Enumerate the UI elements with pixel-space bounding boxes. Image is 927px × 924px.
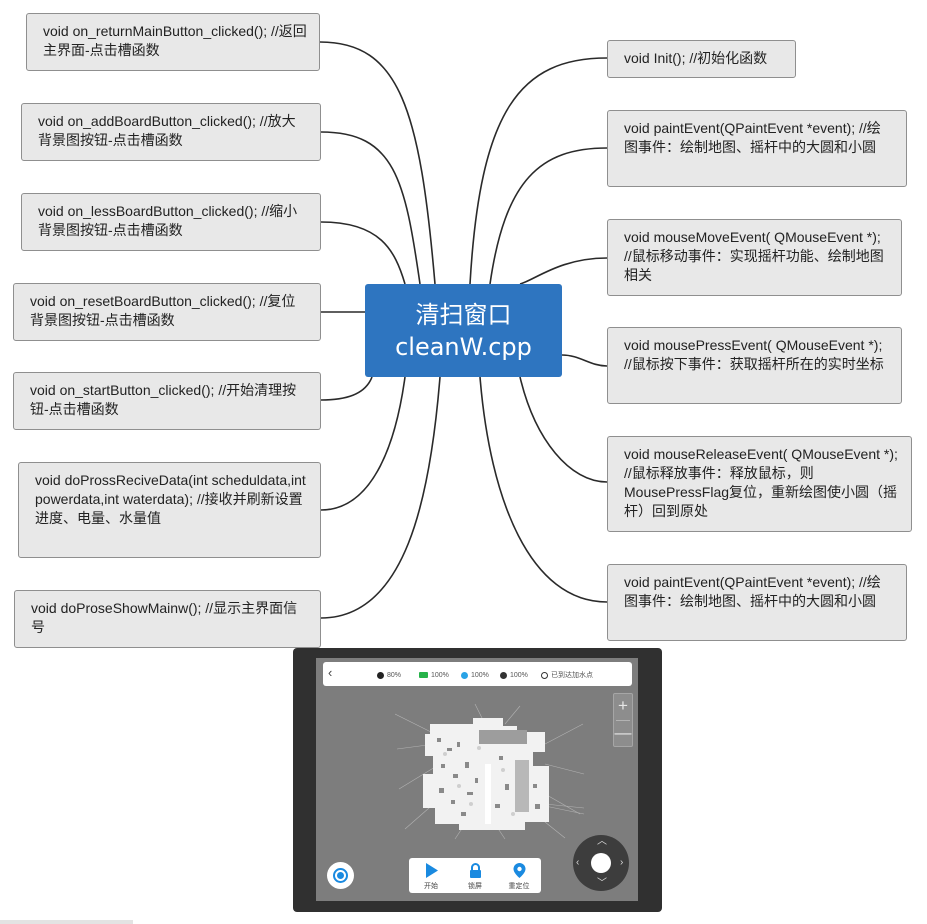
node-text: void on_lessBoardButton_clicked(); //缩小背…	[38, 203, 298, 238]
node-right-mouse-move: void mouseMoveEvent( QMouseEvent *); //鼠…	[607, 219, 902, 296]
record-ring-icon	[333, 868, 348, 883]
node-text: void mouseMoveEvent( QMouseEvent *); //鼠…	[624, 229, 884, 283]
arrow-left-icon: ‹	[576, 857, 580, 868]
battery-indicator: 100%	[419, 670, 449, 680]
signal-icon	[500, 671, 507, 679]
node-text: void mousePressEvent( QMouseEvent *); //…	[624, 337, 884, 372]
zoom-control: + —	[613, 693, 633, 747]
record-dot-icon	[337, 872, 344, 879]
node-left-less-board: void on_lessBoardButton_clicked(); //缩小背…	[21, 193, 321, 251]
zoom-in-button[interactable]: +	[618, 696, 628, 715]
connector-left-3	[320, 221, 406, 285]
play-icon	[425, 863, 438, 878]
relocate-label: 重定位	[508, 883, 530, 890]
bottom-action-bar: 开始 锁屏 重定位	[409, 858, 541, 893]
node-text: void doProseShowMainw(); //显示主界面信号	[31, 600, 298, 635]
connector-left-7	[320, 376, 441, 619]
joystick-knob[interactable]	[591, 853, 611, 873]
node-right-paint-event-2: void paintEvent(QPaintEvent *event); //绘…	[607, 564, 907, 641]
connector-right-4	[561, 354, 608, 367]
node-left-show-main: void doProseShowMainw(); //显示主界面信号	[14, 590, 321, 648]
joystick[interactable]: ︿ ‹ › ﹀	[573, 835, 629, 891]
record-button[interactable]	[327, 862, 354, 889]
water-drop-icon	[461, 671, 468, 679]
connector-right-6	[479, 376, 608, 603]
node-text: void on_startButton_clicked(); //开始清理按钮-…	[30, 382, 297, 417]
node-text: void on_resetBoardButton_clicked(); //复位…	[30, 293, 296, 328]
lock-label: 锁屏	[468, 883, 482, 890]
page-edge	[0, 920, 133, 924]
connector-left-5	[320, 376, 373, 401]
chevron-left-icon[interactable]: ‹	[328, 665, 333, 680]
node-text: void on_returnMainButton_clicked(); //返回…	[43, 23, 307, 58]
connector-right-1	[469, 57, 608, 285]
node-right-paint-event-1: void paintEvent(QPaintEvent *event); //绘…	[607, 110, 907, 187]
node-text: void Init(); //初始化函数	[624, 50, 768, 66]
node-left-reset-board: void on_resetBoardButton_clicked(); //复位…	[13, 283, 321, 341]
connector-right-5	[519, 376, 608, 483]
node-text: void doProssReciveData(int scheduldata,i…	[35, 472, 306, 526]
start-label: 开始	[424, 883, 438, 890]
relocate-button[interactable]: 重定位	[501, 860, 537, 891]
signal-value: 100%	[510, 671, 528, 679]
arrow-right-icon: ›	[620, 857, 624, 868]
node-left-return-main: void on_returnMainButton_clicked(); //返回…	[26, 13, 320, 71]
node-text: void paintEvent(QPaintEvent *event); //绘…	[624, 120, 881, 155]
connector-right-2	[489, 147, 608, 285]
node-right-mouse-press: void mousePressEvent( QMouseEvent *); //…	[607, 327, 902, 404]
node-left-receive-data: void doProssReciveData(int scheduldata,i…	[18, 462, 321, 558]
node-right-mouse-release: void mouseReleaseEvent( QMouseEvent *); …	[607, 436, 912, 532]
zoom-divider	[616, 720, 630, 721]
battery-value: 100%	[431, 671, 449, 679]
progress-indicator: 80%	[377, 670, 401, 680]
node-right-init: void Init(); //初始化函数	[607, 40, 796, 78]
node-text: void on_addBoardButton_clicked(); //放大背景…	[38, 113, 296, 148]
progress-value: 80%	[387, 671, 402, 679]
start-button[interactable]: 开始	[413, 860, 449, 891]
node-left-add-board: void on_addBoardButton_clicked(); //放大背景…	[21, 103, 321, 161]
progress-icon	[377, 671, 384, 679]
status-icon	[541, 671, 548, 679]
connector-left-6	[320, 376, 406, 511]
status-bar: ‹ 80% 100% 100% 100% 已到达加水点	[323, 662, 632, 686]
water-indicator: 100%	[461, 670, 489, 680]
node-text: void paintEvent(QPaintEvent *event); //绘…	[624, 574, 881, 609]
connector-right-3	[519, 257, 608, 285]
central-topic-file: cleanW.cpp	[395, 332, 532, 361]
central-topic-title: 清扫窗口	[415, 300, 512, 329]
water-value: 100%	[471, 671, 489, 679]
lock-icon	[469, 863, 481, 878]
battery-icon	[419, 672, 428, 678]
lock-screen-button[interactable]: 锁屏	[457, 860, 493, 891]
signal-indicator: 100%	[500, 670, 528, 680]
arrow-up-icon: ︿	[597, 836, 607, 847]
robot-status: 已到达加水点	[541, 670, 593, 680]
node-text: void mouseReleaseEvent( QMouseEvent *); …	[624, 446, 898, 519]
zoom-out-button[interactable]: —	[614, 723, 632, 742]
robot-status-text: 已到达加水点	[551, 672, 593, 679]
connector-left-1	[319, 41, 436, 285]
cleaning-map	[395, 704, 585, 840]
central-topic: 清扫窗口 cleanW.cpp	[365, 284, 562, 377]
arrow-down-icon: ﹀	[597, 878, 607, 889]
location-pin-icon	[513, 863, 525, 878]
connector-left-2	[320, 131, 421, 285]
node-left-start-button: void on_startButton_clicked(); //开始清理按钮-…	[13, 372, 321, 430]
